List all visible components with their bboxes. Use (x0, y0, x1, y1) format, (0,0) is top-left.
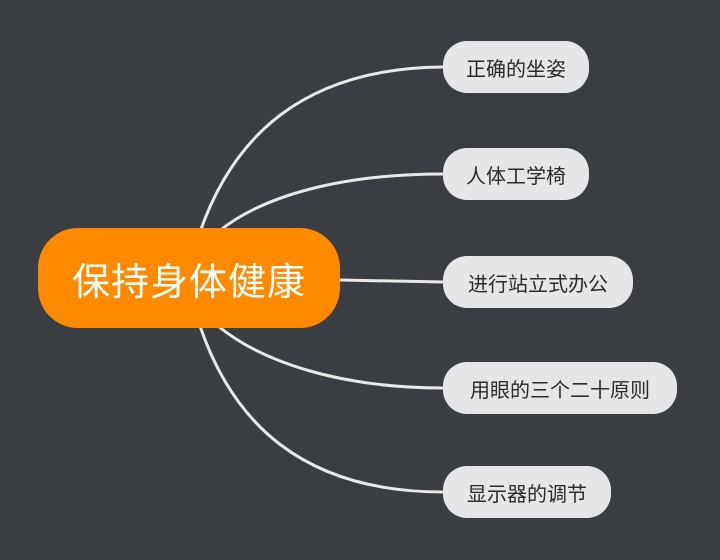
connector-line-1 (198, 65, 445, 234)
connector-line-2 (216, 172, 445, 234)
branch-node-label: 进行站立式办公 (468, 271, 608, 296)
branch-node-label: 显示器的调节 (467, 481, 587, 506)
branch-node-standing-desk[interactable]: 进行站立式办公 (443, 256, 633, 308)
root-node-label: 保持身体健康 (71, 259, 306, 304)
branch-node-20-20-20-rule[interactable]: 用眼的三个二十原则 (443, 362, 677, 414)
connector-line-5 (198, 324, 445, 494)
connector-line-3 (338, 278, 445, 284)
branch-node-monitor-adjustment[interactable]: 显示器的调节 (443, 466, 611, 518)
branch-node-ergonomic-chair[interactable]: 人体工学椅 (443, 148, 589, 200)
branch-node-correct-posture[interactable]: 正确的坐姿 (443, 41, 589, 93)
root-node[interactable]: 保持身体健康 (38, 228, 340, 328)
connector-line-4 (216, 324, 445, 390)
branch-node-label: 用眼的三个二十原则 (470, 377, 650, 402)
branch-node-label: 正确的坐姿 (466, 56, 566, 81)
branch-node-label: 人体工学椅 (466, 163, 566, 188)
